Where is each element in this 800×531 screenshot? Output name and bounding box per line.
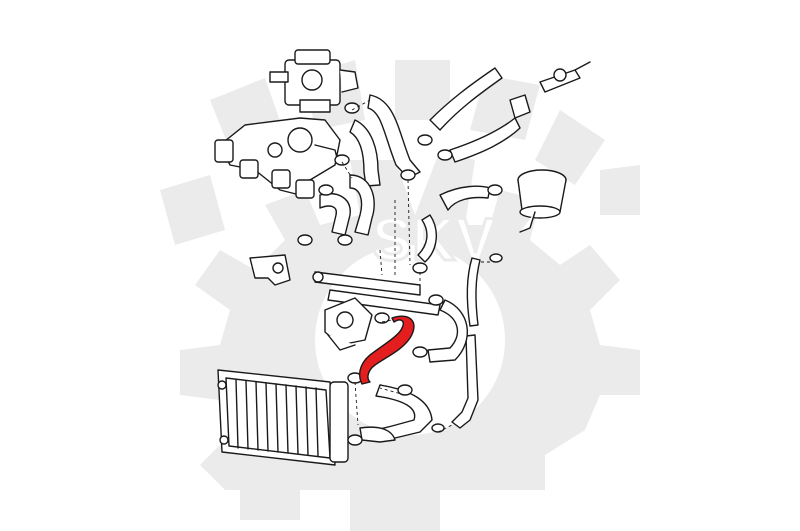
upper-hoses <box>319 61 591 236</box>
middle-hoses <box>417 185 491 429</box>
assembly-guide-lines <box>341 99 496 433</box>
carburetor <box>269 49 359 113</box>
intake-manifold <box>214 117 341 199</box>
thermostat-housing <box>324 297 373 351</box>
radiator <box>217 369 349 466</box>
lower-hoses <box>359 384 433 443</box>
engine-bracket <box>249 254 291 286</box>
hose-clamps <box>297 102 503 446</box>
coolant-pipe <box>312 271 441 316</box>
bypass-hose <box>427 299 469 363</box>
highlighted-coolant-hose[interactable] <box>358 315 415 385</box>
expansion-tank <box>517 169 567 233</box>
